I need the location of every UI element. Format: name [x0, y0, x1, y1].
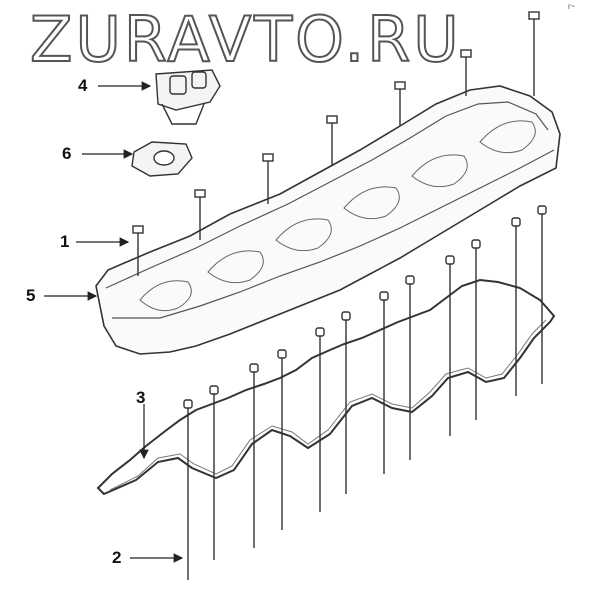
corner-mark: r~: [568, 2, 576, 11]
callout-4: 4: [78, 76, 88, 95]
watermark-text: ZURAVTO.RU: [29, 3, 462, 77]
callout-5: 5: [26, 286, 36, 305]
leader-arrows: [44, 81, 184, 563]
cover-gasket: [96, 278, 556, 496]
valve-carrier-flange: [105, 101, 549, 289]
rocker-arm-assembly: [155, 69, 221, 125]
rocker-cap: [131, 141, 193, 177]
callout-3: 3: [136, 388, 146, 407]
cover-gasket-inner: [109, 319, 547, 491]
rocker-bays: [139, 120, 536, 312]
callout-1: 1: [60, 232, 70, 251]
callout-2: 2: [112, 548, 122, 567]
push-rods: [183, 205, 547, 580]
callout-6: 6: [62, 144, 72, 163]
cover-bolts: [132, 11, 540, 276]
valve-carrier-lower-edge: [112, 149, 555, 319]
